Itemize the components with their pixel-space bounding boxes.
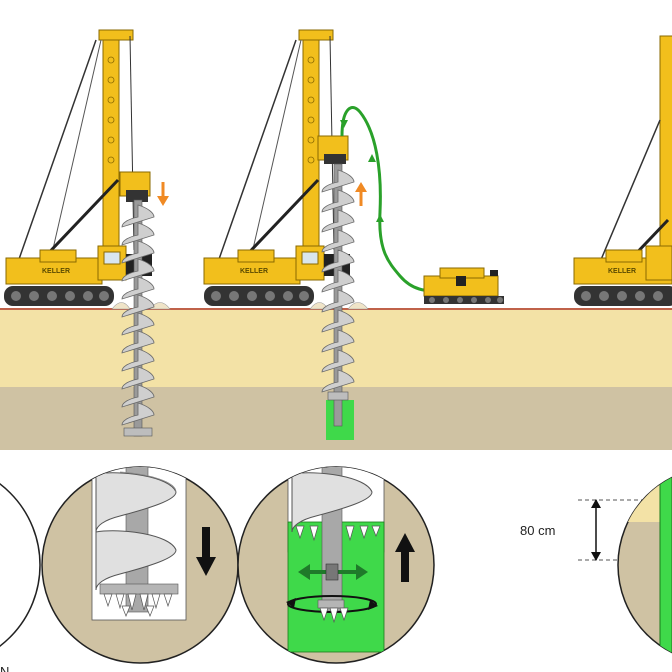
hose-flow-arrow-icon: [340, 120, 384, 222]
rig-1-brand-text: KELLER: [42, 268, 70, 275]
detail-0-partial-label: N: [0, 664, 9, 672]
detail-circle-0: N: [0, 483, 41, 672]
drilling-rig-3: KELLER: [573, 35, 672, 306]
arrow-down-icon: [157, 182, 169, 206]
arrow-up-icon: [395, 533, 415, 582]
drilling-rig-1: KELLER: [4, 29, 171, 437]
rig-3-brand-text: KELLER: [608, 268, 636, 275]
arrow-down-icon: [196, 527, 216, 576]
grout-supply-hose: [340, 106, 441, 293]
rig-2-mast: [302, 35, 320, 249]
horizontal-double-arrow-icon: [298, 563, 368, 581]
rig-2-auger: [321, 163, 355, 427]
rig-1-mast: [102, 35, 120, 249]
drilling-rig-2: KELLER: [203, 29, 504, 440]
arrow-up-icon: [355, 182, 367, 206]
rig-1-auger: [121, 199, 155, 437]
auger-cutting-teeth: [103, 593, 173, 617]
detail-circle-3: [617, 467, 672, 663]
rig-3-mast: [659, 35, 672, 249]
rig-2-brand-text: KELLER: [240, 268, 268, 275]
rig-2-tracks: [204, 286, 314, 306]
depth-label: 80 cm: [520, 523, 555, 538]
detail-circle-1: [41, 466, 239, 664]
detail-circle-2: [237, 466, 435, 664]
rig-1-tracks: [4, 286, 114, 306]
grout-mixing-plant: [423, 267, 504, 304]
